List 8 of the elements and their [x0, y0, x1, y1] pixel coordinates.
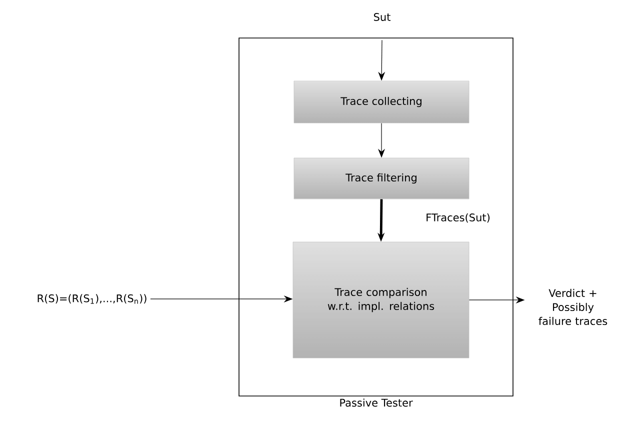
process-box: Trace filtering [294, 158, 470, 200]
node-label: Passive Tester [340, 398, 413, 407]
text-label: Sut [374, 13, 390, 21]
edge-label: FTraces(Sut) [424, 212, 492, 224]
process-box: Trace comparison w.r.t. impl. relations [292, 242, 470, 358]
process-box: Trace collecting [294, 80, 470, 124]
text-label: R(S)=(R(S$_{1}$),...,R(S$_{n}$)) [38, 294, 146, 304]
text-label: Verdict + Possibly failure traces [538, 288, 608, 326]
